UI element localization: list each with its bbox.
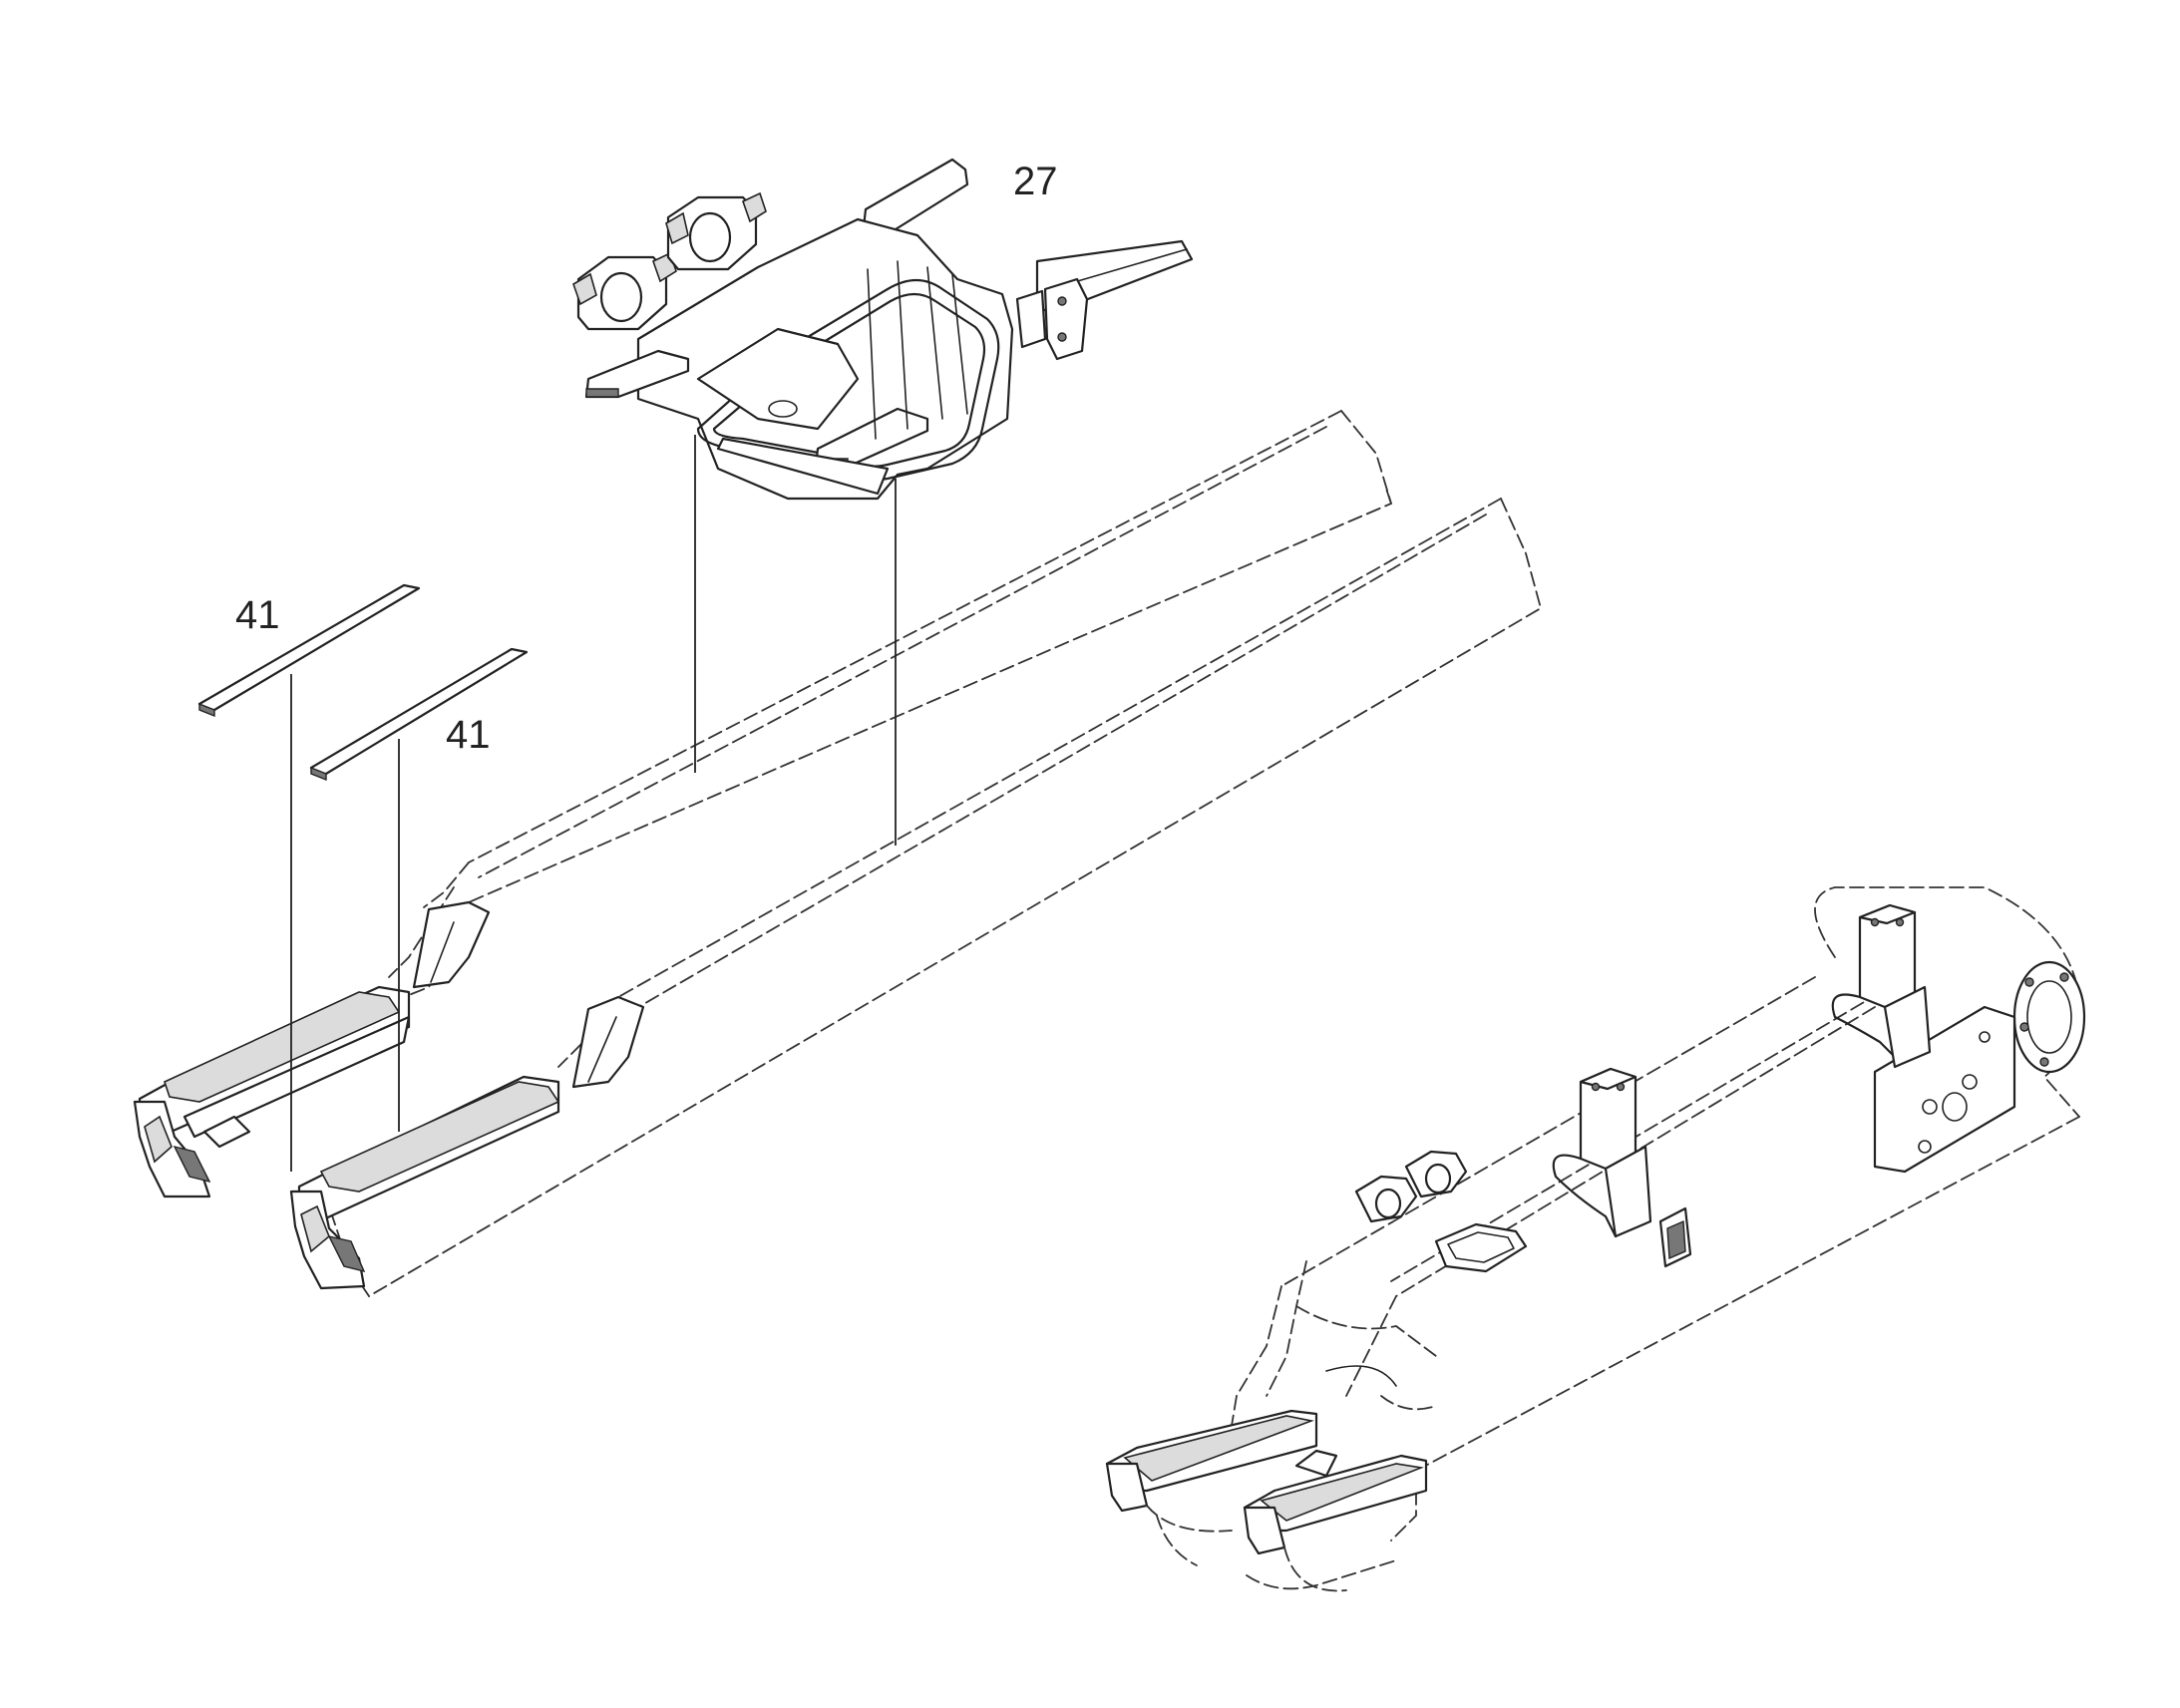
assembled-frame xyxy=(1105,886,2086,1592)
callout-41-upper: 41 xyxy=(235,593,280,637)
leader-lines xyxy=(290,435,897,1172)
boss-right xyxy=(665,191,767,271)
frame-boss-right xyxy=(1404,1150,1468,1198)
part-41-strip-upper xyxy=(197,583,421,718)
callout-41-lower: 41 xyxy=(446,713,491,757)
boss-left xyxy=(572,251,677,331)
part-27-frame-bracket xyxy=(572,158,1194,501)
part-41-strip-lower xyxy=(309,647,529,782)
upper-beam xyxy=(133,410,1393,1198)
lower-beam xyxy=(289,498,1543,1297)
callout-27: 27 xyxy=(1013,160,1058,203)
frame-boss-left xyxy=(1354,1175,1418,1223)
